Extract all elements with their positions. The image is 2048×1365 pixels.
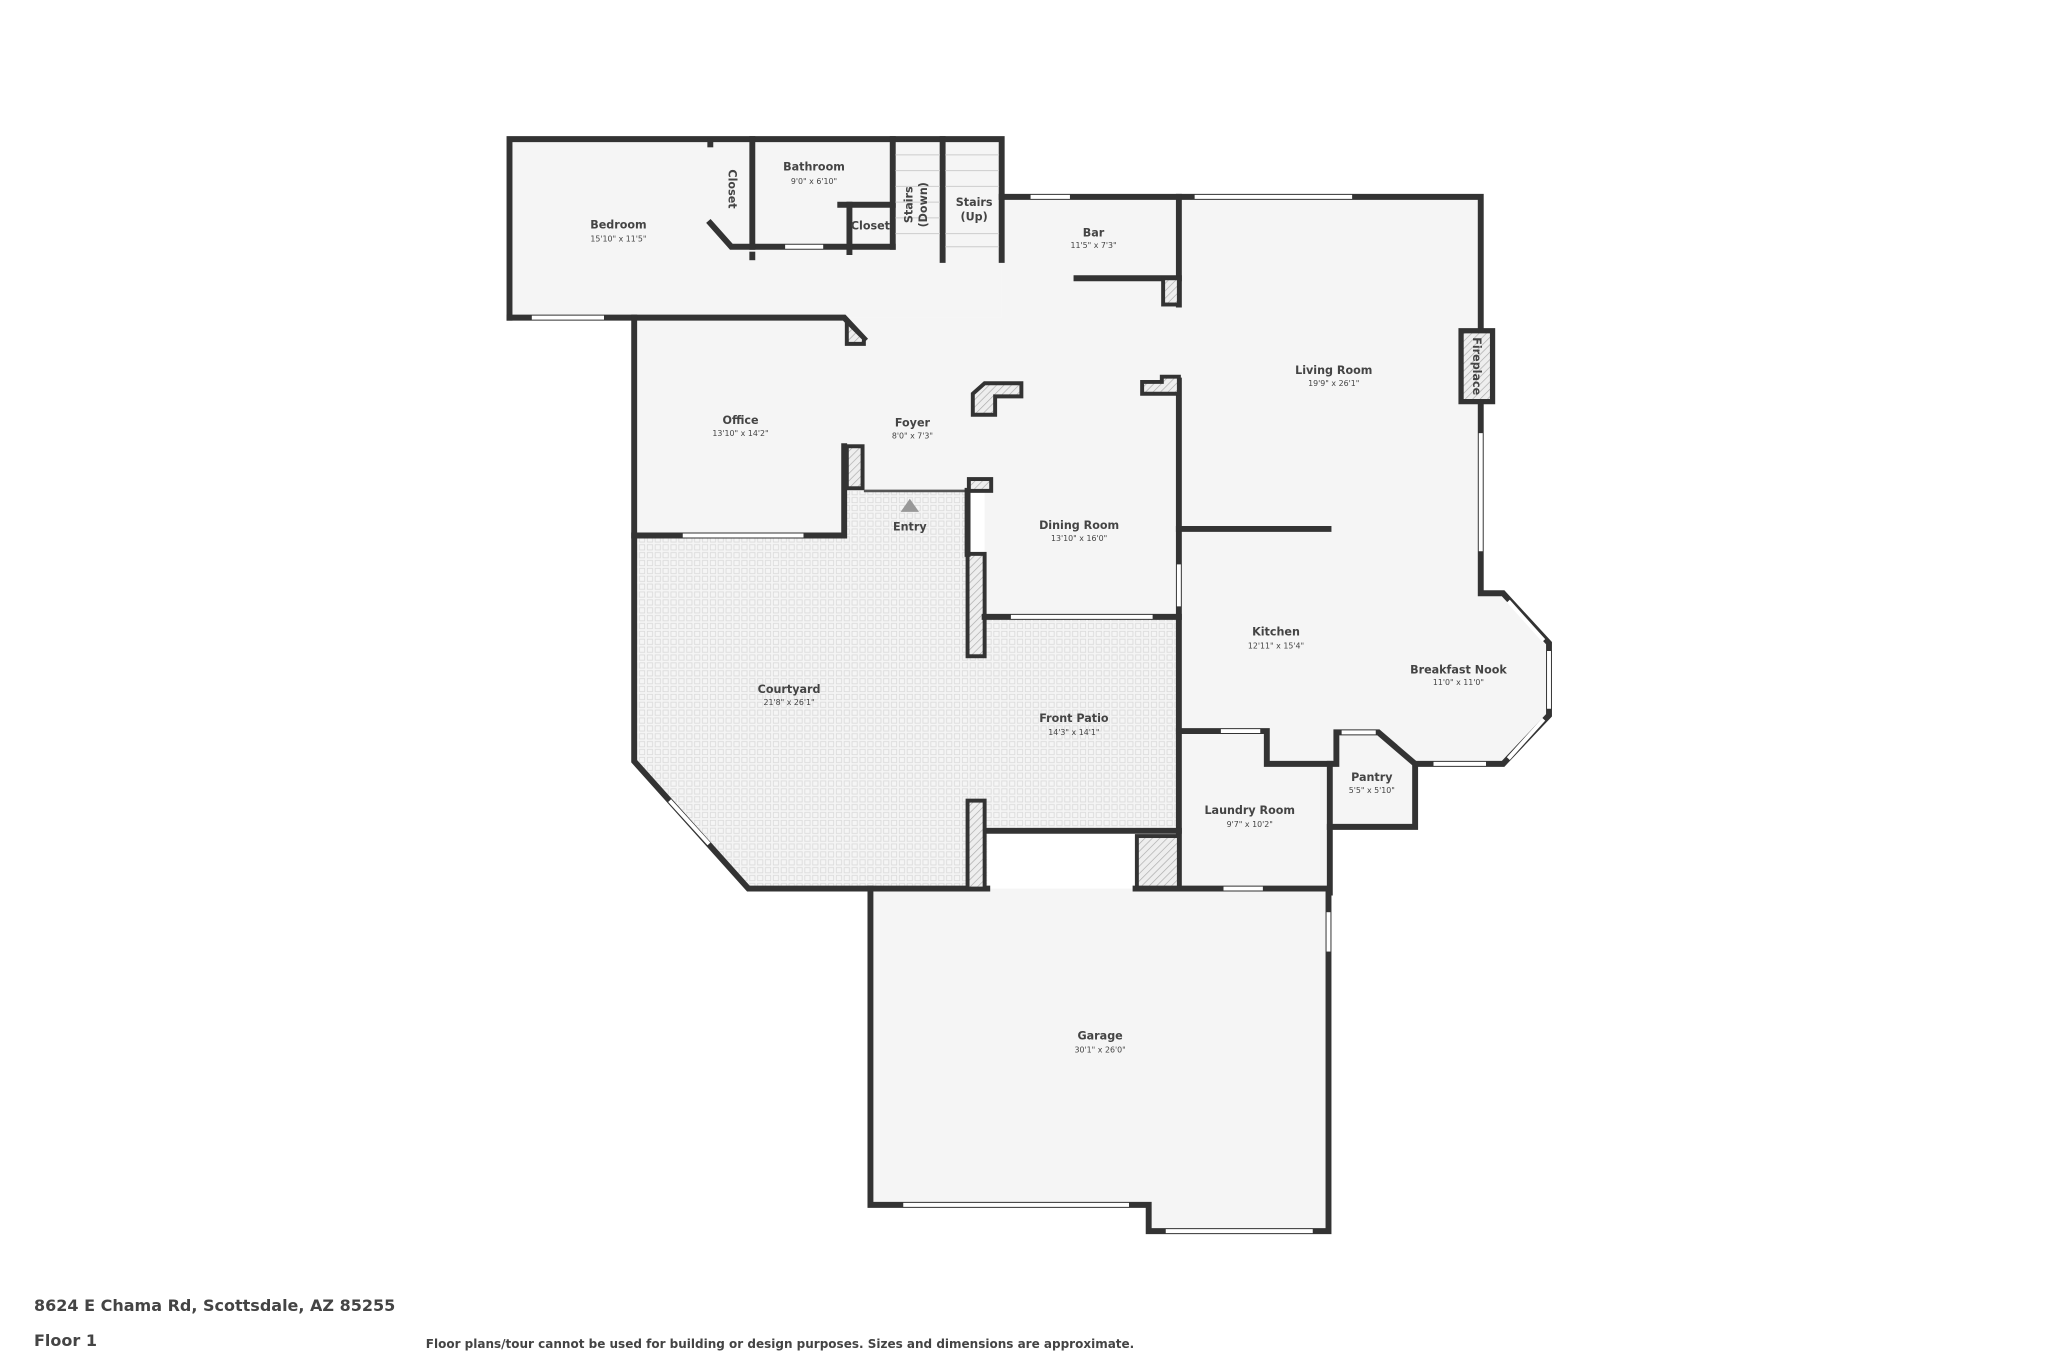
- floor-label: Floor 1: [34, 1331, 97, 1350]
- room-label-bedroom: Bedroom: [590, 218, 646, 231]
- walls: [506, 136, 1552, 1235]
- fireplace: [1458, 328, 1496, 405]
- room-label-living-room: Living Room: [1295, 364, 1372, 377]
- room-dims-dining-room: 13'10" x 16'0": [1051, 534, 1107, 543]
- room-dims-breakfast-nook: 11'0" x 11'0": [1433, 678, 1484, 687]
- room-dims-bedroom: 15'10" x 11'5": [590, 235, 646, 244]
- room-dims-garage: 30'1" x 26'0": [1075, 1046, 1126, 1055]
- room-dims-bathroom: 9'0" x 6'10": [791, 177, 837, 186]
- room-dims-front-patio: 14'3" x 14'1": [1048, 728, 1099, 737]
- room-label-closet-2: Closet: [851, 220, 891, 233]
- room-dims-office: 13'10" x 14'2": [712, 429, 768, 438]
- room-label-kitchen: Kitchen: [1252, 625, 1300, 638]
- room-dims-bar: 11'5" x 7'3": [1070, 241, 1116, 250]
- room-sub-stairs-down: (Down): [917, 182, 930, 227]
- room-dims-courtyard: 21'8" x 26'1": [763, 698, 814, 707]
- room-label-dining-room: Dining Room: [1039, 519, 1119, 532]
- room-dims-laundry-room: 9'7" x 10'2": [1227, 820, 1273, 829]
- room-label-courtyard: Courtyard: [758, 683, 821, 696]
- entry-arrow: [900, 498, 919, 512]
- courtyard-tile: [634, 490, 1179, 889]
- room-label-garage: Garage: [1078, 1030, 1124, 1043]
- room-dims-pantry: 5'5" x 5'10": [1349, 786, 1395, 795]
- stair-treads: [895, 154, 1000, 248]
- room-label-fireplace: Fireplace: [1470, 337, 1483, 395]
- room-sub-stairs-up: (Up): [961, 211, 988, 224]
- room-label-bar: Bar: [1083, 226, 1105, 239]
- room-label-entry: Entry: [893, 520, 927, 533]
- room-dims-foyer: 8'0" x 7'3": [892, 431, 933, 440]
- room-label-breakfast-nook: Breakfast Nook: [1410, 663, 1507, 676]
- floor-fill: [509, 139, 1549, 1232]
- room-label-front-patio: Front Patio: [1039, 712, 1109, 725]
- room-label-closet: Closet: [726, 169, 739, 209]
- room-label-foyer: Foyer: [895, 417, 931, 430]
- property-address: 8624 E Chama Rd, Scottsdale, AZ 85255: [34, 1296, 396, 1315]
- room-label-pantry: Pantry: [1351, 771, 1393, 784]
- disclaimer: Floor plans/tour cannot be used for buil…: [425, 1337, 1135, 1351]
- room-dims-kitchen: 12'11" x 15'4": [1248, 641, 1304, 650]
- room-label-stairs-up: Stairs: [956, 196, 993, 209]
- room-label-stairs-down: Stairs: [902, 186, 915, 223]
- room-label-bathroom: Bathroom: [783, 161, 845, 174]
- room-label-laundry-room: Laundry Room: [1204, 804, 1295, 817]
- room-label-office: Office: [722, 414, 758, 427]
- room-dims-living-room: 19'9" x 26'1": [1308, 379, 1359, 388]
